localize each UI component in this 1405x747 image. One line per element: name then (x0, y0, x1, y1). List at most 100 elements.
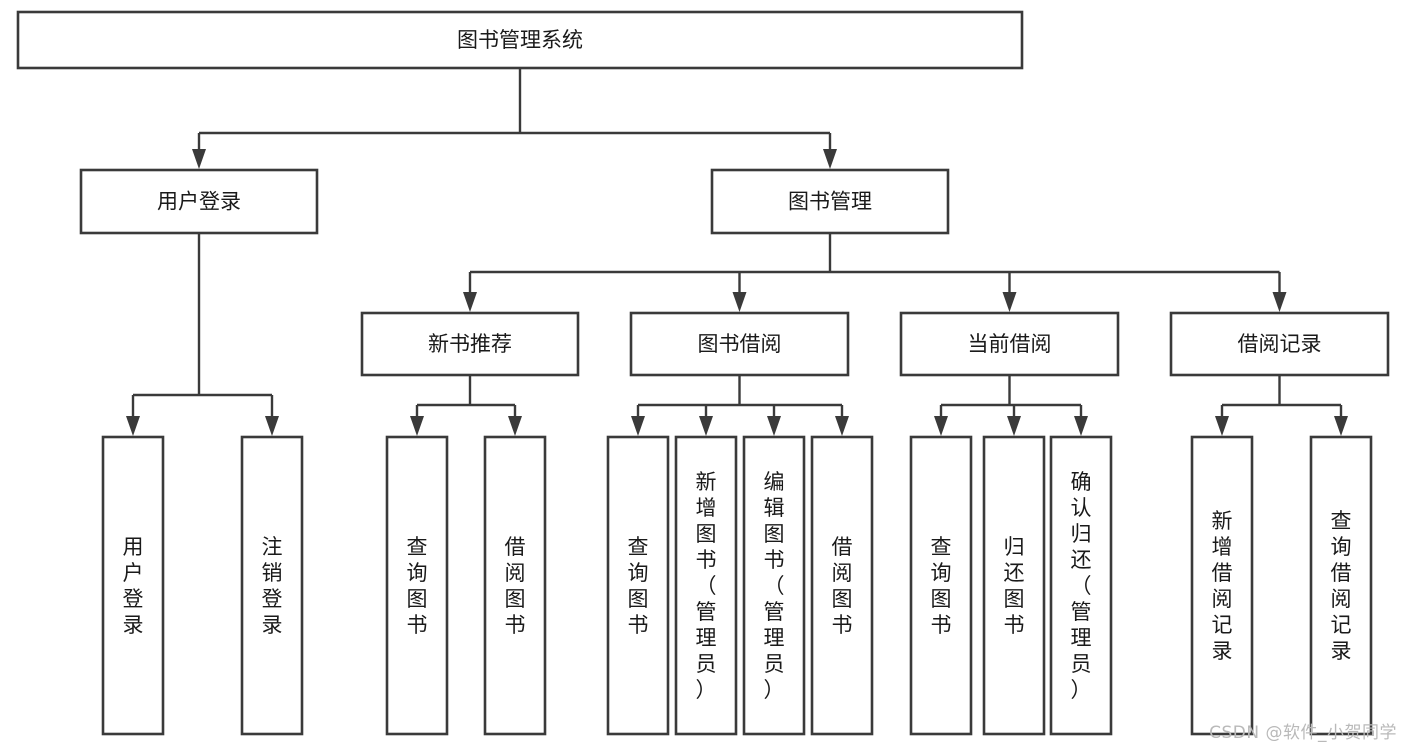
level3-box-3[interactable] (1169, 311, 1390, 377)
leaf-label-char: 员 (696, 652, 717, 676)
level3-0-to-leaves-arrow-1 (508, 416, 522, 436)
level3-3[interactable]: 借阅记录 (1169, 311, 1390, 377)
leaf-box-10[interactable] (1049, 435, 1113, 736)
leaf-box-1[interactable] (240, 435, 304, 736)
level3-1[interactable]: 图书借阅 (629, 311, 850, 377)
level3-box-1[interactable] (629, 311, 850, 377)
leaf-label-char: 询 (628, 561, 649, 585)
level2-1[interactable]: 图书管理 (710, 168, 950, 235)
level3-1-to-leaves-arrow-1 (699, 416, 713, 436)
leaf-label-char: 编 (764, 470, 785, 494)
bookmgmt-to-level3-arrow-3 (1272, 292, 1287, 312)
leaf-label-char: 用 (123, 535, 144, 559)
leaf-label-char: 注 (262, 535, 283, 559)
level2-label-1: 图书管理 (788, 190, 872, 214)
leaf-label-char: 借 (1331, 561, 1352, 585)
leaf-box-4[interactable] (606, 435, 670, 736)
userlogin-to-leaves-arrow-1 (265, 416, 279, 436)
leaf-label-char: 书 (764, 548, 785, 572)
leaf-box-7[interactable] (810, 435, 874, 736)
leaf-label-char: ） (696, 678, 717, 702)
root-box-0[interactable] (16, 10, 1024, 70)
level3-2[interactable]: 当前借阅 (899, 311, 1120, 377)
leaf-label-char: 登 (262, 587, 283, 611)
leaf-label-char: 阅 (505, 561, 526, 585)
leaf-box-12[interactable] (1309, 435, 1373, 736)
leaf-label-char: 录 (1212, 639, 1233, 663)
leaf-box-0[interactable] (101, 435, 165, 736)
leaf-label-char: 还 (1071, 548, 1092, 572)
leaf-label-char: 管 (696, 600, 717, 624)
leaf-box-11[interactable] (1190, 435, 1254, 736)
leaf-label-char: 查 (407, 535, 428, 559)
leaf-box-9[interactable] (982, 435, 1046, 736)
leaf-label-char: 书 (696, 548, 717, 572)
root-0[interactable]: 图书管理系统 (16, 10, 1024, 70)
leaf-label-char: 录 (1331, 639, 1352, 663)
level2-0[interactable]: 用户登录 (79, 168, 319, 235)
leaf-label-char: 书 (1004, 613, 1025, 637)
level2-label-0: 用户登录 (157, 190, 241, 214)
leaf-label-char: 理 (1071, 626, 1092, 650)
leaf-label-char: （ (764, 574, 785, 598)
leaf-label-char: 归 (1004, 535, 1025, 559)
leaf-label-char: 录 (262, 613, 283, 637)
leaf-label-char: 图 (931, 587, 952, 611)
leaf-label-char: ） (1071, 678, 1092, 702)
leaf-label-char: 管 (764, 600, 785, 624)
leaf-label-char: 图 (832, 587, 853, 611)
leaf-0[interactable]: 用户登录 (101, 435, 165, 736)
leaf-label-char: 询 (407, 561, 428, 585)
level3-0[interactable]: 新书推荐 (360, 311, 580, 377)
level3-3-to-leaves-arrow-1 (1334, 416, 1348, 436)
leaf-box-3[interactable] (483, 435, 547, 736)
leaf-label-char: 记 (1212, 613, 1233, 637)
leaf-label-char: 阅 (832, 561, 853, 585)
level3-1-to-leaves-arrow-0 (631, 416, 645, 436)
leaf-label-char: 理 (696, 626, 717, 650)
leaf-label-char: 记 (1331, 613, 1352, 637)
leaf-box-8[interactable] (909, 435, 973, 736)
leaf-label-char: 员 (1071, 652, 1092, 676)
node-layer: 图书管理系统用户登录图书管理新书推荐图书借阅当前借阅借阅记录用户登录注销登录查询… (16, 10, 1390, 736)
level3-2-to-leaves-arrow-0 (934, 416, 948, 436)
leaf-box-2[interactable] (385, 435, 449, 736)
leaf-label-char: 认 (1071, 496, 1092, 520)
leaf-label-char: 阅 (1331, 587, 1352, 611)
leaf-box-6[interactable] (742, 435, 806, 736)
leaf-label-char: 登 (123, 587, 144, 611)
leaf-label-char: 确 (1071, 470, 1092, 494)
level2-box-0[interactable] (79, 168, 319, 235)
leaf-label-char: 书 (931, 613, 952, 637)
level3-0-to-leaves-arrow-0 (410, 416, 424, 436)
level3-box-2[interactable] (899, 311, 1120, 377)
level3-label-0: 新书推荐 (428, 332, 512, 356)
level2-box-1[interactable] (710, 168, 950, 235)
leaf-label-char: 员 (764, 652, 785, 676)
leaf-label-char: 增 (1212, 535, 1233, 559)
level3-label-1: 图书借阅 (698, 332, 782, 356)
leaf-label-char: 户 (123, 561, 144, 585)
leaf-label-char: 录 (123, 613, 144, 637)
level3-1-to-leaves-arrow-3 (835, 416, 849, 436)
level3-label-2: 当前借阅 (968, 332, 1052, 356)
leaf-label-char: 图 (407, 587, 428, 611)
root-to-level2-arrow-0 (192, 149, 206, 169)
level3-box-0[interactable] (360, 311, 580, 377)
leaf-box-5[interactable] (674, 435, 738, 736)
level3-2-to-leaves-arrow-1 (1007, 416, 1021, 436)
